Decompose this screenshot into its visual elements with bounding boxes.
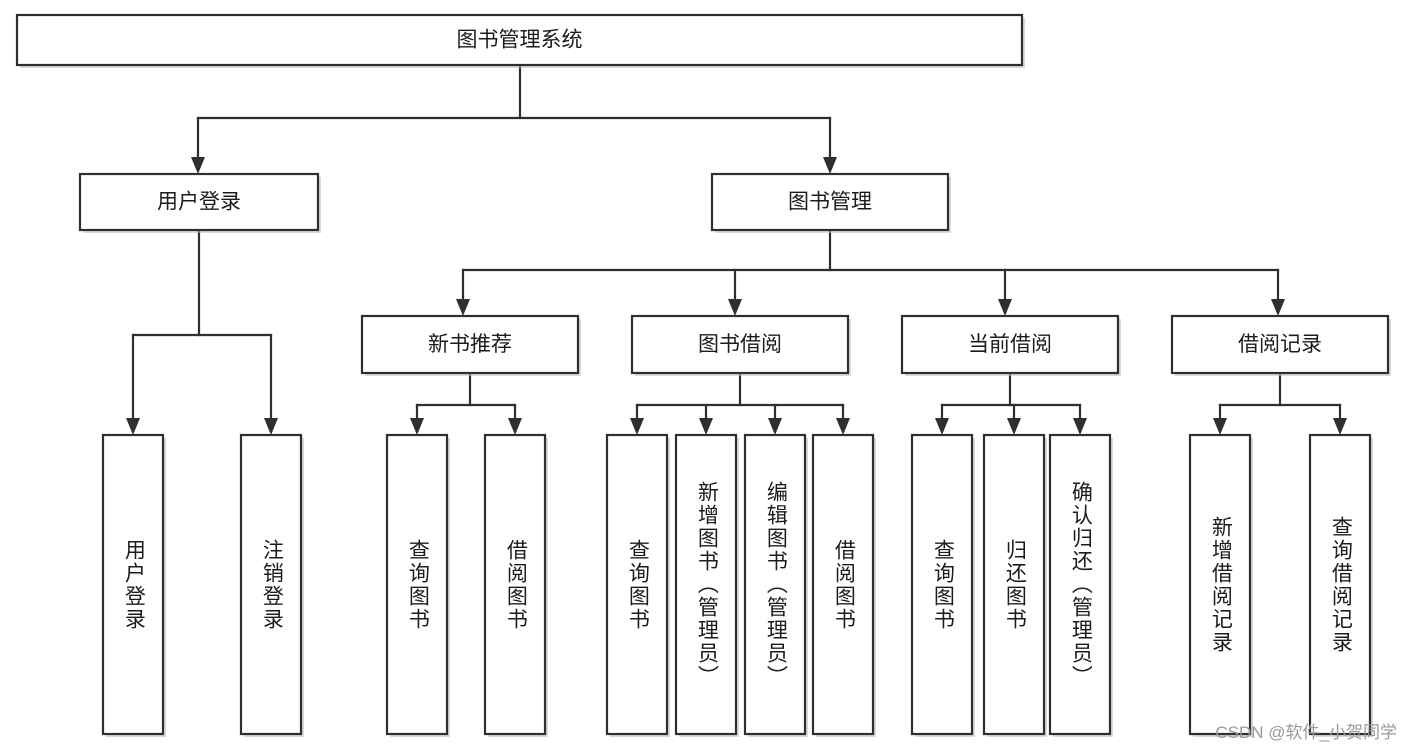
node-label-user-login: 用户登录 (157, 191, 241, 214)
node-box-leaf-borrow-book-recommend[interactable] (483, 433, 547, 736)
node-box-borrow-record[interactable] (1170, 314, 1390, 375)
arrow-head-icon (1007, 418, 1021, 435)
arrow-head-icon (456, 299, 470, 316)
node-label-root: 图书管理系统 (457, 29, 583, 52)
arrow-head-icon (191, 157, 205, 174)
node-box-leaf-user-login[interactable] (101, 433, 165, 736)
node-box-leaf-add-book-admin[interactable] (674, 433, 738, 736)
node-box-book-borrow[interactable] (630, 314, 850, 375)
arrow-head-icon (1073, 418, 1087, 435)
node-box-leaf-add-borrow-record[interactable] (1188, 433, 1252, 736)
node-label-book-borrow: 图书借阅 (698, 333, 782, 356)
node-box-root[interactable] (15, 13, 1024, 67)
arrow-head-icon (410, 418, 424, 435)
arrow-head-icon (836, 418, 850, 435)
arrow-head-icon (630, 418, 644, 435)
node-box-new-book-recommend[interactable] (360, 314, 580, 375)
arrow-head-icon (1333, 418, 1347, 435)
node-box-leaf-logout-login[interactable] (239, 433, 303, 736)
arrow-head-icon (823, 157, 837, 174)
node-label-current-borrow: 当前借阅 (968, 333, 1052, 356)
arrow-head-icon (728, 299, 742, 316)
node-box-book-manage[interactable] (710, 172, 950, 232)
node-box-leaf-query-book-current[interactable] (910, 433, 974, 736)
node-label-borrow-record: 借阅记录 (1238, 333, 1322, 356)
arrow-head-icon (126, 418, 140, 435)
node-box-leaf-borrow-book[interactable] (811, 433, 875, 736)
node-box-current-borrow[interactable] (900, 314, 1120, 375)
connector-layer (126, 63, 1347, 435)
arrow-head-icon (1271, 299, 1285, 316)
arrow-head-icon (998, 299, 1012, 316)
arrow-head-icon (1213, 418, 1227, 435)
node-box-leaf-query-book-recommend[interactable] (385, 433, 449, 736)
node-box-leaf-query-borrow-record[interactable] (1308, 433, 1372, 736)
node-box-layer (15, 13, 1391, 737)
arrow-head-icon (508, 418, 522, 435)
node-label-new-book-recommend: 新书推荐 (428, 333, 512, 356)
arrow-head-icon (264, 418, 278, 435)
node-box-leaf-query-book-borrow[interactable] (605, 433, 669, 736)
arrow-head-icon (768, 418, 782, 435)
node-label-book-manage: 图书管理 (788, 191, 872, 214)
arrow-head-icon (935, 418, 949, 435)
node-box-leaf-return-book[interactable] (982, 433, 1046, 736)
node-box-user-login[interactable] (78, 172, 320, 232)
watermark-text: CSDN @软件_小贺同学 (1215, 723, 1397, 742)
arrow-head-icon (699, 418, 713, 435)
node-box-leaf-edit-book-admin[interactable] (743, 433, 807, 736)
node-box-leaf-confirm-return-admin[interactable] (1048, 433, 1112, 736)
